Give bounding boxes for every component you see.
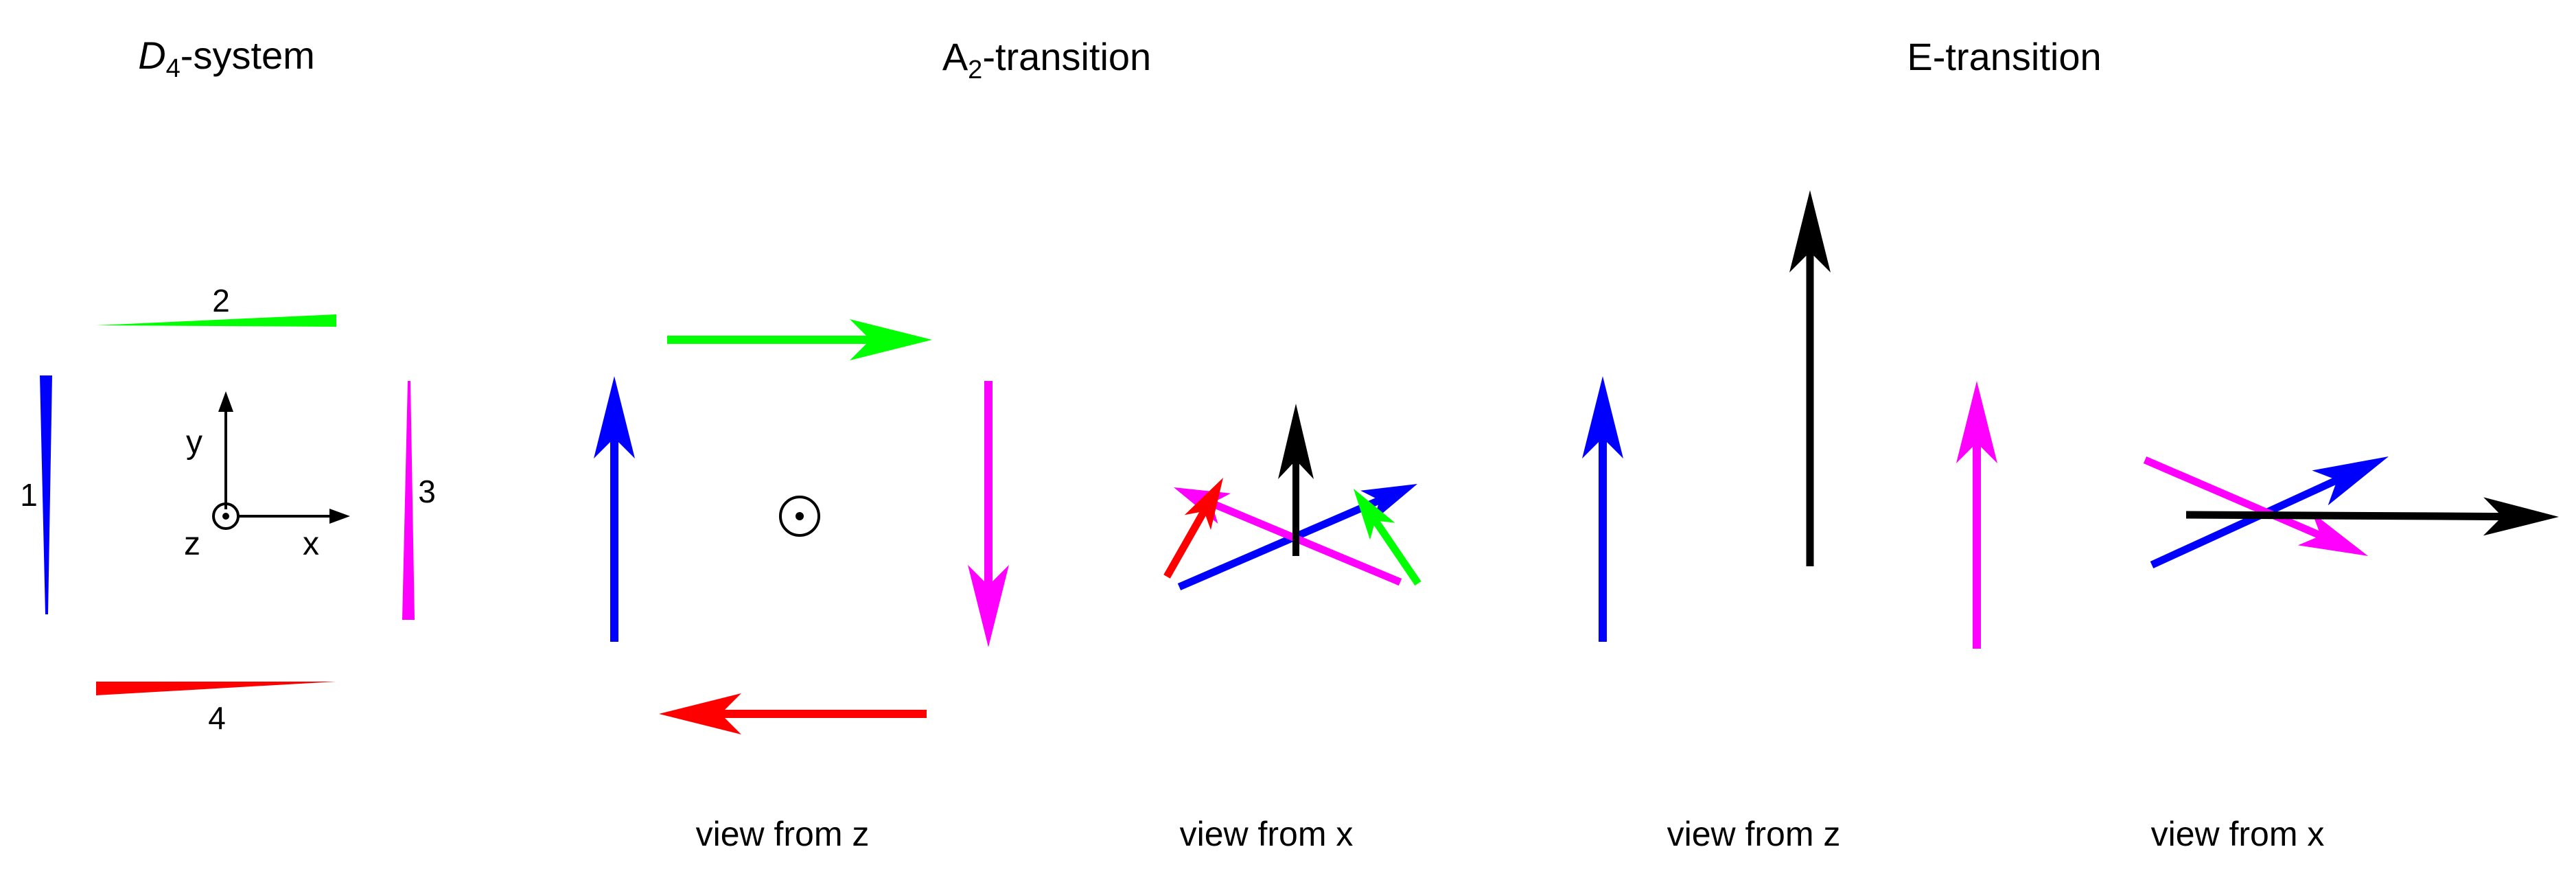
a2-transition-title: A2-transition [942, 35, 1151, 84]
arrow-shaft [1163, 507, 1209, 579]
a2-transition-panel: A2-transition view from z view from x [594, 35, 1422, 853]
wedge-label-4: 4 [208, 700, 226, 736]
a2-view-from-x-caption: view from x [1180, 815, 1354, 853]
wedge-4-red [96, 682, 336, 695]
arrow-head [968, 565, 1009, 647]
coordinate-axes: y x z [184, 391, 350, 562]
a2-x-arrow-red [1163, 478, 1223, 579]
x-axis-arrowhead [329, 509, 350, 524]
arrow-head [850, 319, 932, 360]
axis-label-x: x [303, 526, 319, 562]
e-transition-panel: E-transition view from z view from x [1582, 35, 2559, 853]
y-axis-arrowhead [218, 391, 233, 412]
wedge-label-2: 2 [212, 283, 230, 318]
arrow-head [1278, 404, 1314, 479]
arrow-shaft [1207, 498, 1402, 586]
e-view-from-x-caption: view from x [2151, 815, 2325, 853]
d4-system-panel: D4-system 1 2 3 4 y x z [20, 34, 436, 736]
e-z-arrow-black [1789, 190, 1831, 566]
e-transition-title: E-transition [1907, 35, 2101, 78]
wedge-label-1: 1 [20, 477, 38, 513]
axis-label-y: y [186, 424, 202, 461]
arrow-head [1354, 489, 1395, 540]
a2-view-from-z [594, 319, 1009, 734]
e-z-arrow-magenta [1956, 381, 1997, 649]
arrow-head [1582, 376, 1623, 459]
e-x-arrow-blue [2150, 456, 2389, 569]
a2-z-arrow-blue [594, 376, 635, 642]
arrow-head [1789, 190, 1831, 273]
arrow-shaft [1371, 516, 1422, 586]
a2-view-from-x [1163, 404, 1422, 591]
wedge-3-magenta [402, 381, 415, 620]
d4-system-title: D4-system [138, 34, 315, 83]
z-axis-out-of-plane-symbol [212, 502, 240, 530]
arrow-head [2297, 512, 2368, 556]
arrow-head [1956, 381, 1997, 463]
a2-z-arrow-magenta [968, 381, 1009, 647]
a2-x-arrow-blue [1177, 484, 1417, 591]
wedge-label-3: 3 [418, 474, 436, 509]
a2-x-arrow-black [1278, 404, 1314, 556]
e-view-from-z [1582, 190, 1997, 649]
a2-z-out-of-plane-dot [796, 512, 804, 520]
a2-x-arrow-green [1354, 489, 1422, 586]
arrow-head [594, 376, 635, 459]
arrow-shaft [1177, 496, 1384, 591]
wedge-1-blue [40, 375, 52, 614]
a2-z-arrow-red [659, 693, 927, 734]
arrow-shaft [2150, 475, 2343, 569]
arrow-head [1360, 484, 1417, 521]
e-view-from-x [2143, 456, 2559, 569]
a2-view-from-z-caption: view from z [696, 815, 870, 853]
arrow-shaft [2143, 456, 2325, 541]
e-z-arrow-blue [1582, 376, 1623, 642]
e-x-arrow-black [2185, 497, 2559, 536]
e-x-arrow-magenta [2143, 456, 2368, 556]
e-view-from-z-caption: view from z [1667, 815, 1841, 853]
arrow-head [659, 693, 741, 734]
arrow-head [2312, 456, 2389, 506]
arrow-shaft [2185, 511, 2507, 521]
a2-z-out-of-plane-symbol [779, 496, 820, 537]
axis-label-z: z [184, 526, 200, 562]
arrow-head [1184, 478, 1223, 531]
a2-z-arrow-green [667, 319, 932, 360]
z-axis-dot [222, 513, 229, 520]
arrow-head [2483, 497, 2559, 536]
wedge-2-green [96, 314, 336, 327]
